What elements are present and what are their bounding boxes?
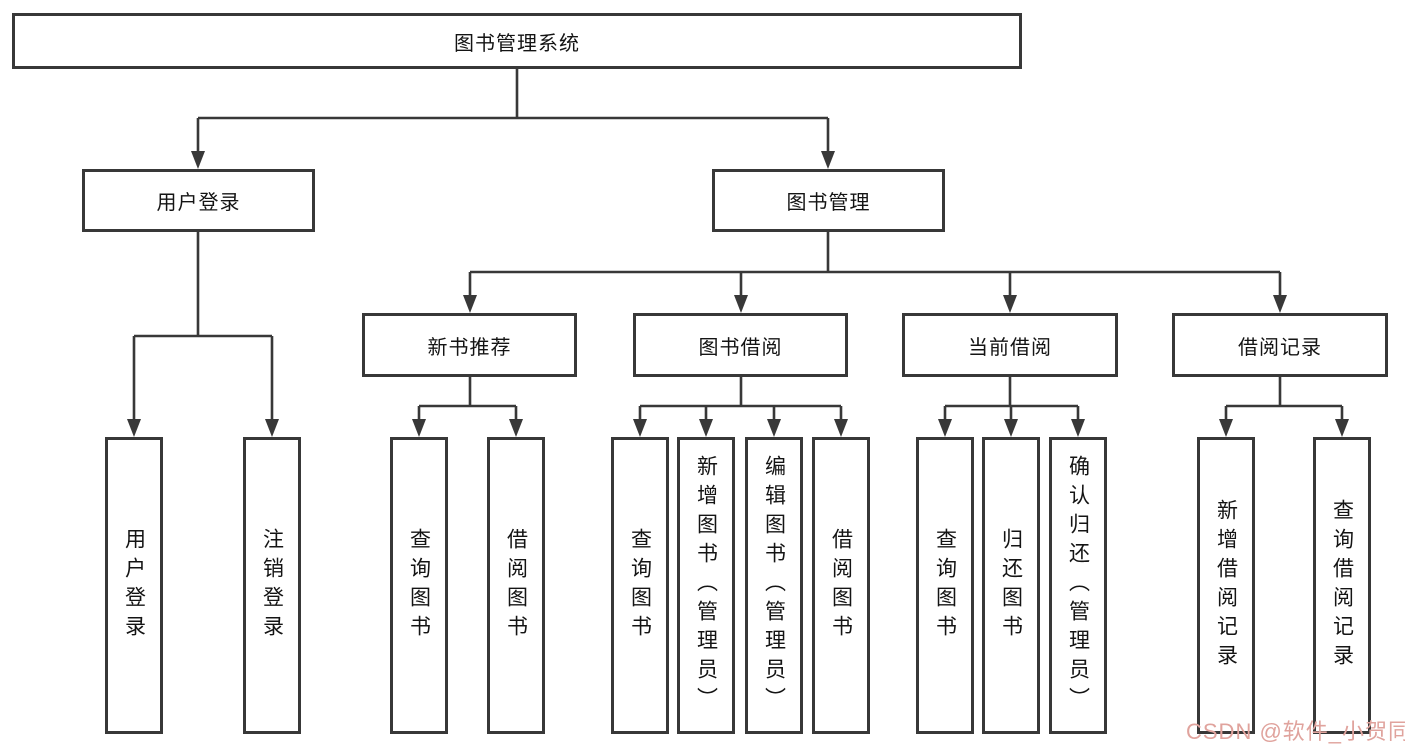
leaf-logout: 注销登录: [243, 437, 301, 734]
leaf-add-books-admin: 新增图书（管理员）: [677, 437, 735, 734]
leaf-label: 确认归还（管理员）: [1066, 455, 1090, 716]
leaf-label: 注销登录: [260, 527, 284, 644]
leaf-label: 归还图书: [999, 527, 1023, 644]
node-book-management: 图书管理: [712, 169, 945, 232]
node-label: 用户登录: [156, 192, 241, 214]
leaf-edit-books-admin: 编辑图书（管理员）: [745, 437, 803, 734]
node-user-login: 用户登录: [82, 169, 315, 232]
node-label: 当前借阅: [968, 336, 1052, 359]
leaf-borrow-books: 借阅图书: [487, 437, 545, 734]
csdn-watermark: CSDN @软件_小贺同学: [1186, 719, 1405, 744]
node-label: 图书管理系统: [454, 32, 580, 55]
leaf-label: 编辑图书（管理员）: [762, 455, 786, 716]
node-label: 借阅记录: [1238, 336, 1322, 359]
leaf-query-borrow-record: 查询借阅记录: [1313, 437, 1371, 734]
leaf-label: 借阅图书: [829, 527, 853, 644]
leaf-borrow-books: 借阅图书: [812, 437, 870, 734]
node-borrowing-records: 借阅记录: [1172, 313, 1388, 377]
leaf-query-books: 查询图书: [390, 437, 448, 734]
leaf-label: 查询图书: [933, 527, 957, 644]
node-root-system: 图书管理系统: [12, 13, 1022, 69]
leaf-add-borrow-record: 新增借阅记录: [1197, 437, 1255, 734]
node-label: 新书推荐: [427, 336, 512, 359]
leaf-label: 用户登录: [122, 527, 146, 644]
leaf-label: 查询借阅记录: [1330, 498, 1354, 673]
node-new-book-recommendation: 新书推荐: [362, 313, 577, 377]
leaf-return-books: 归还图书: [982, 437, 1040, 734]
leaf-label: 查询图书: [628, 527, 652, 644]
leaf-label: 新增图书（管理员）: [694, 455, 718, 716]
leaf-user-login: 用户登录: [105, 437, 163, 734]
node-book-borrowing: 图书借阅: [633, 313, 848, 377]
node-label: 图书管理: [786, 192, 871, 214]
leaf-query-books: 查询图书: [916, 437, 974, 734]
node-label: 图书借阅: [698, 336, 783, 359]
leaf-label: 新增借阅记录: [1214, 498, 1238, 673]
node-current-borrowing: 当前借阅: [902, 313, 1118, 377]
leaf-confirm-return-admin: 确认归还（管理员）: [1049, 437, 1107, 734]
leaf-label: 借阅图书: [504, 527, 528, 644]
leaf-label: 查询图书: [407, 527, 431, 644]
leaf-query-books: 查询图书: [611, 437, 669, 734]
